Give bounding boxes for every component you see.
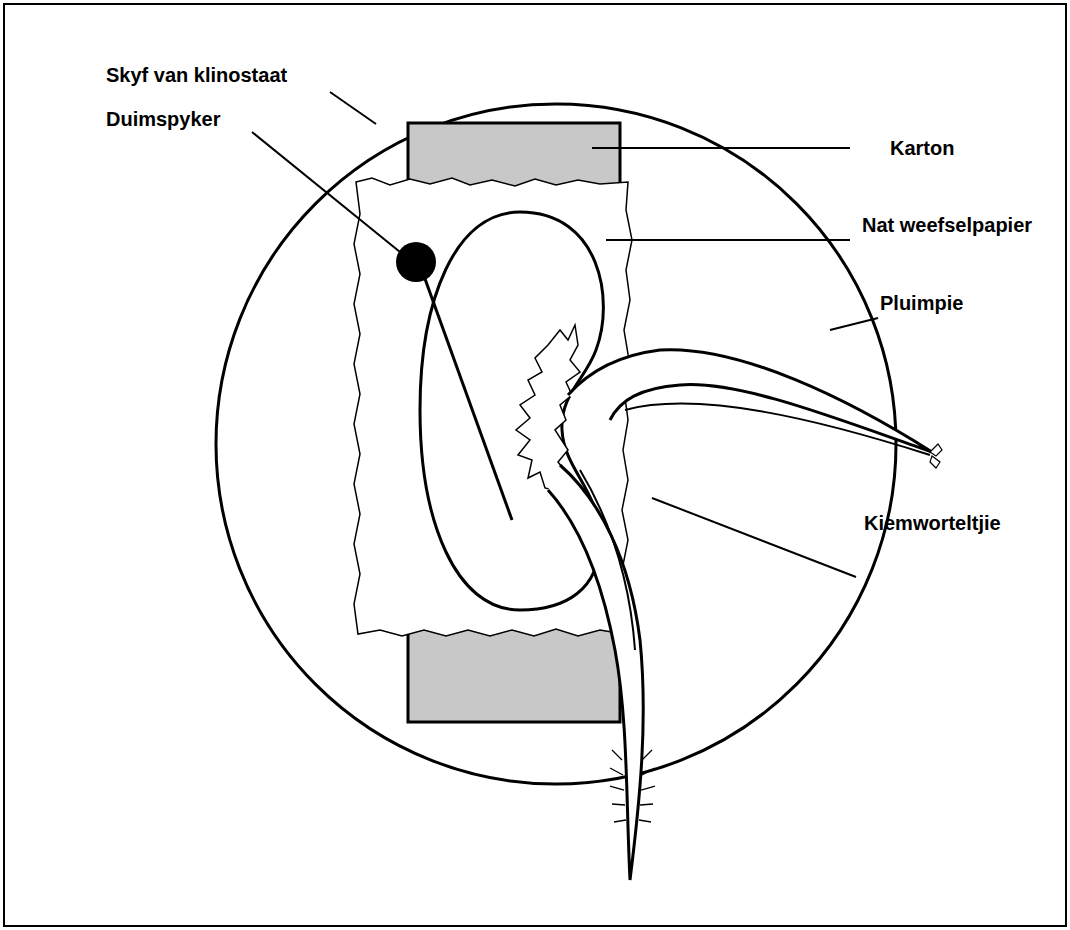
drawing-pin bbox=[396, 242, 436, 282]
clinostat-disc bbox=[216, 104, 896, 784]
part-label: Skyf van klinostaat bbox=[106, 62, 287, 88]
radicle bbox=[548, 465, 643, 880]
part-label: Duimspyker bbox=[106, 106, 221, 132]
part-label: Nat weefselpapier bbox=[862, 212, 1032, 238]
plumule bbox=[568, 350, 932, 452]
part-label: Pluimpie bbox=[880, 290, 963, 316]
leader-lines bbox=[252, 92, 878, 577]
part-label: Kiemworteltjie bbox=[864, 510, 1001, 536]
torn-seed-coat bbox=[516, 325, 580, 492]
part-label: Karton bbox=[890, 135, 954, 161]
tack-pin bbox=[420, 265, 512, 520]
frame bbox=[4, 4, 1066, 926]
seed bbox=[420, 212, 603, 610]
root-hairs bbox=[610, 750, 655, 822]
